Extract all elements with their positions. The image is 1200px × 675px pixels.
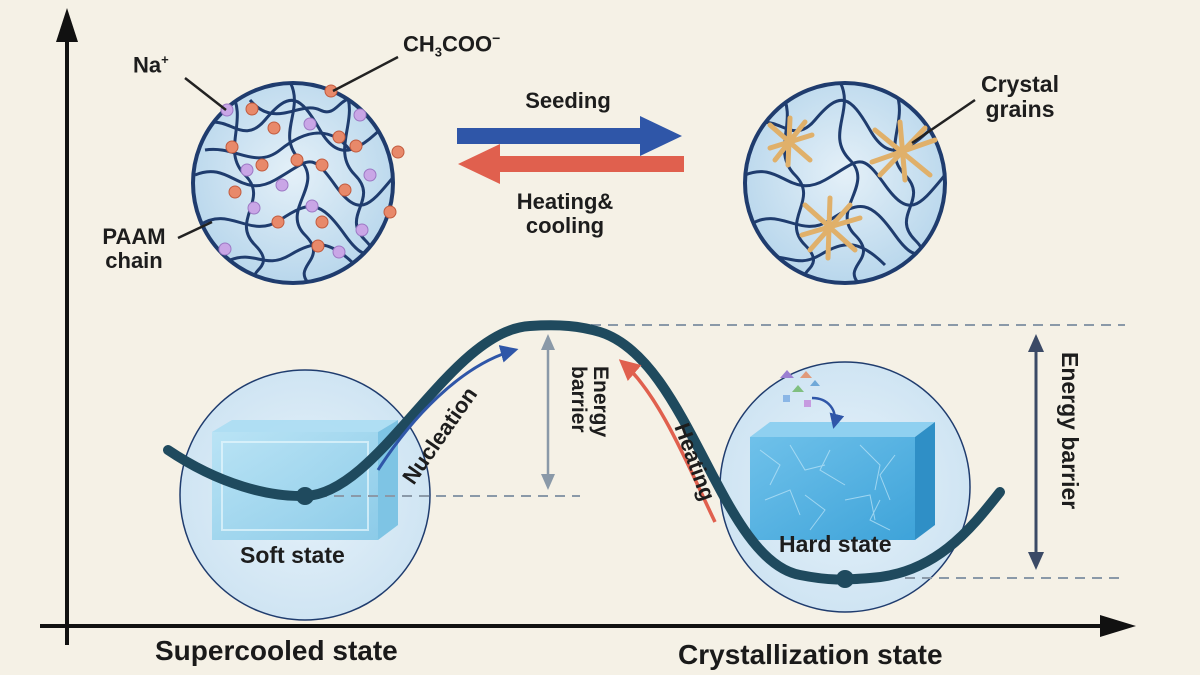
right-barrier-arrow <box>1028 334 1044 570</box>
y-axis-arrowhead <box>56 8 78 42</box>
sodium-ions <box>218 103 377 259</box>
heating-cooling-arrowhead <box>458 144 500 184</box>
reference-lines <box>300 324 1125 579</box>
crystal-leader-line <box>911 98 976 145</box>
na-ion-label: Na+ <box>133 52 169 78</box>
transition-arrows <box>457 116 684 184</box>
heating-cooling-label: Heating&cooling <box>516 189 614 239</box>
acetate-ions <box>225 84 405 253</box>
seeding-label: Seeding <box>525 88 611 113</box>
paam-leader-line <box>177 220 213 240</box>
acetate-leader-line <box>332 55 399 93</box>
crystal-grain-1 <box>767 115 815 168</box>
right-energy-barrier-label: Energy barrier <box>1057 352 1083 510</box>
soft-state-label: Soft state <box>240 542 345 568</box>
axes <box>40 8 1136 645</box>
hard-state-minimum <box>836 570 854 588</box>
seed-drop-arrow <box>811 396 845 429</box>
x-axis-right-label: Crystallization state <box>678 639 943 670</box>
seeding-arrowhead <box>640 116 682 156</box>
crystal-grain-3 <box>799 195 863 261</box>
supercooled-network-circle <box>177 55 405 285</box>
seed-particles <box>780 370 820 407</box>
x-axis-arrowhead <box>1100 615 1136 637</box>
heating-arrow <box>618 359 717 523</box>
na-leader-line <box>184 77 227 111</box>
hard-state-label: Hard state <box>779 531 892 557</box>
crystallized-network-circle <box>743 81 976 285</box>
nucleation-arrow <box>376 345 519 471</box>
left-barrier-arrow <box>541 334 555 490</box>
x-axis-left-label: Supercooled state <box>155 635 398 666</box>
crystal-grain-2 <box>869 119 938 183</box>
soft-state-minimum <box>296 487 314 505</box>
acetate-ion-label: CH3COO− <box>403 30 501 60</box>
